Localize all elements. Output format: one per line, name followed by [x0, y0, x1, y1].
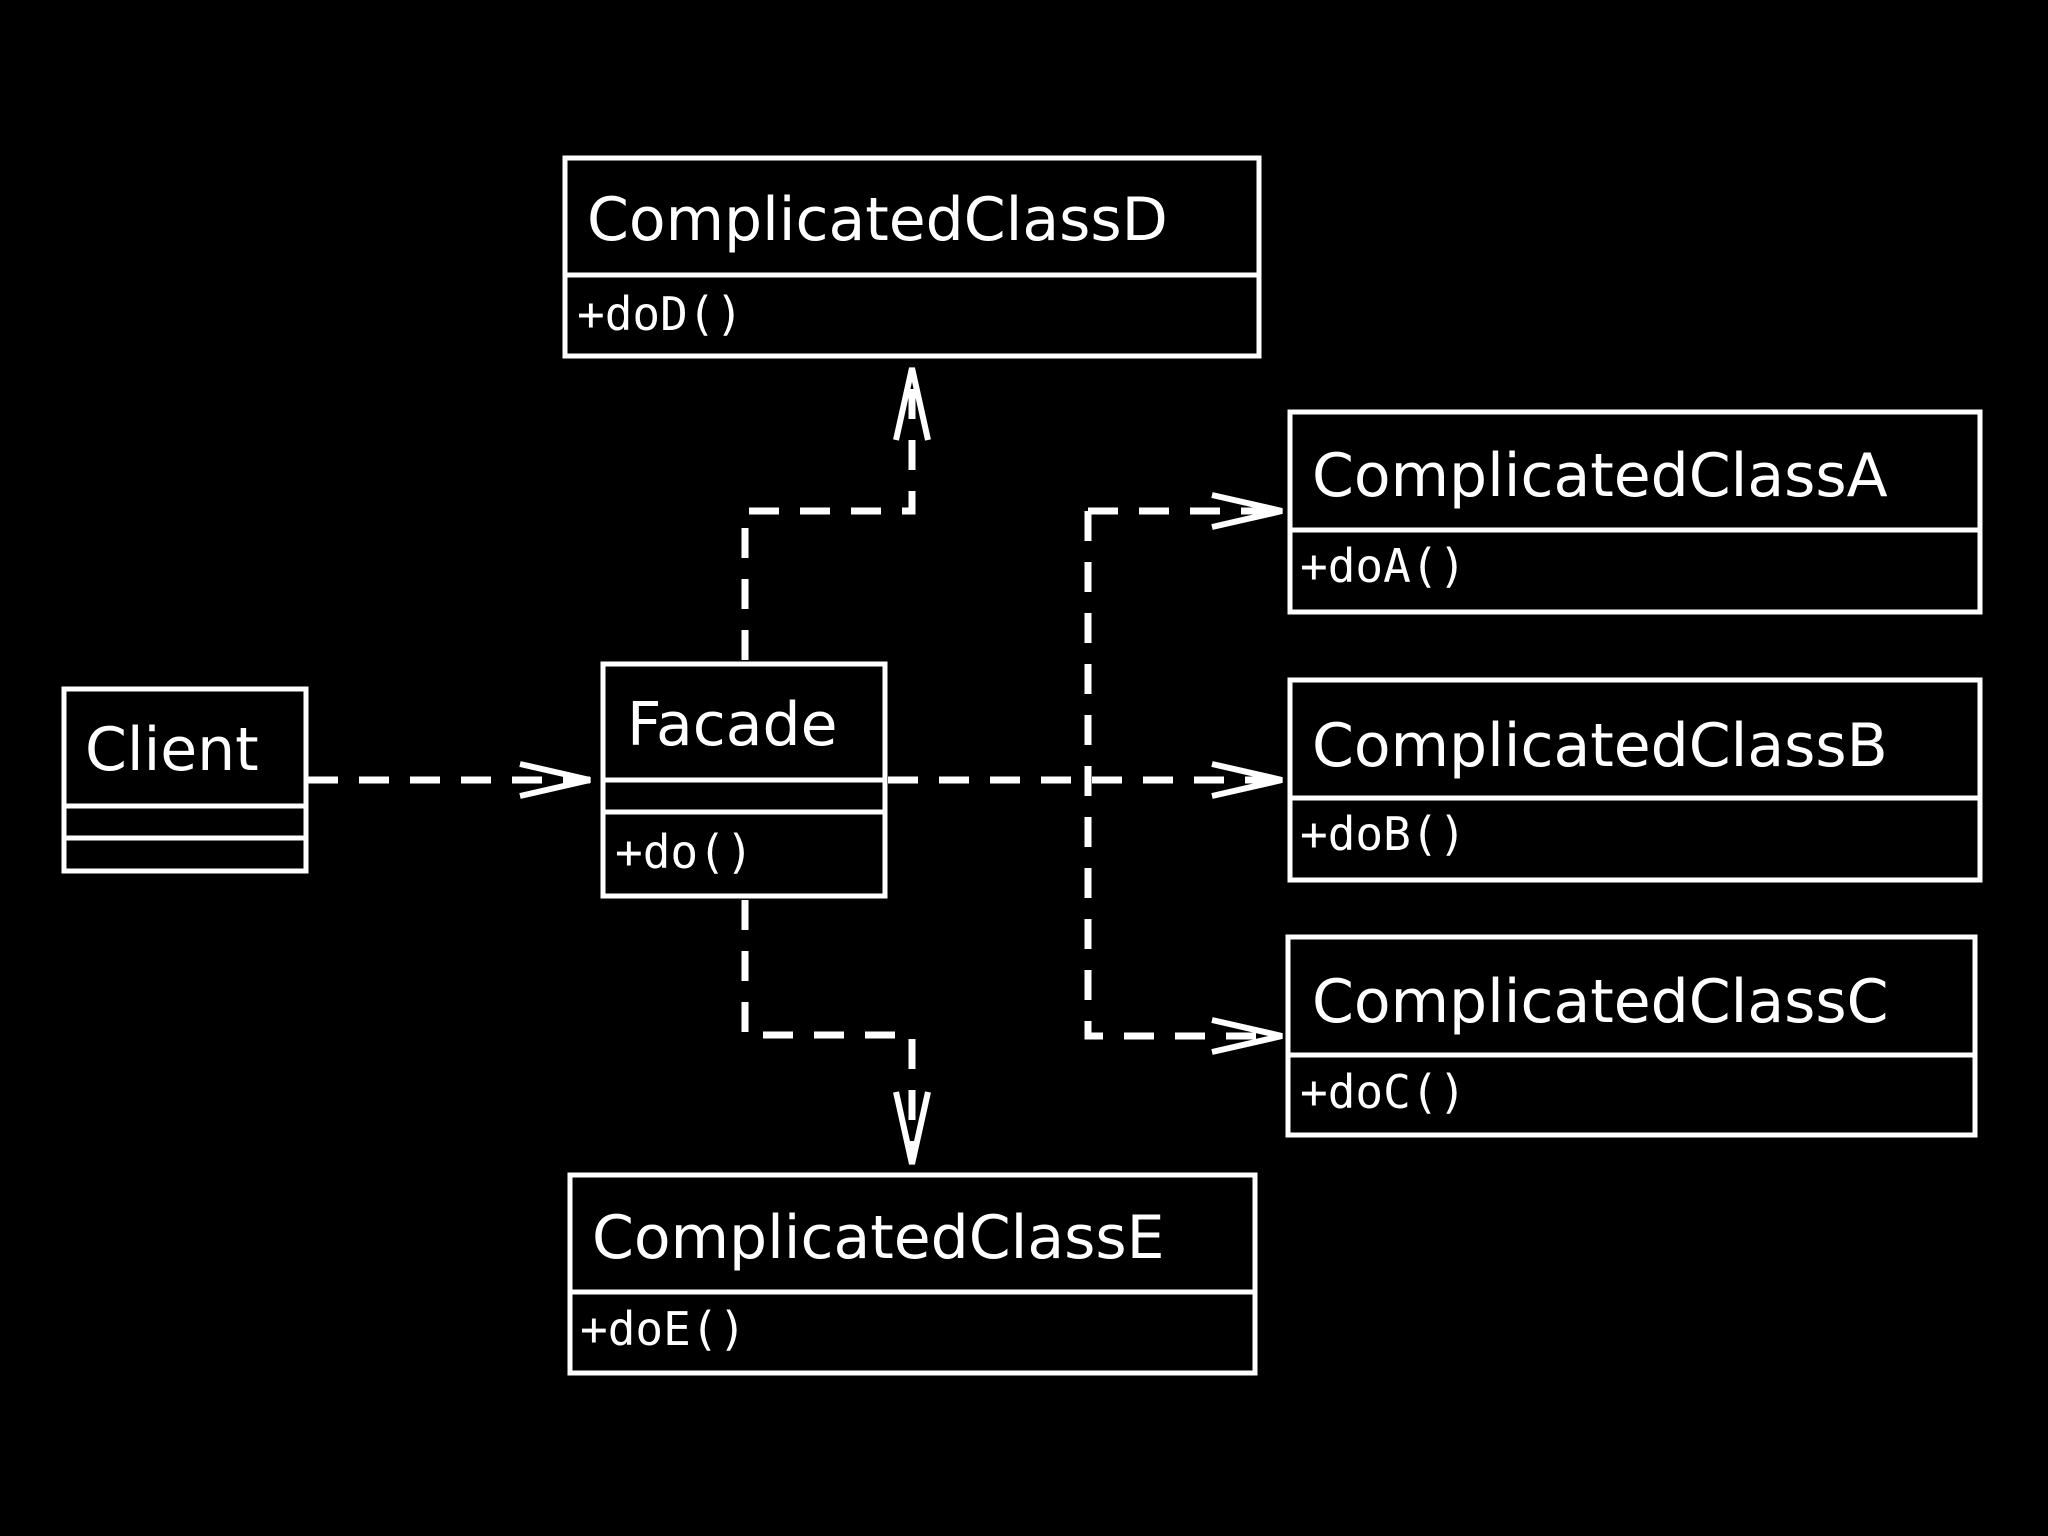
method: +doA() [1300, 539, 1466, 593]
arrowhead-class-b [1211, 761, 1283, 799]
method: +doC() [1300, 1065, 1466, 1119]
arrowhead-class-a [1211, 492, 1283, 530]
dependency-facade-class-a [1084, 507, 1275, 1040]
class-box-frame [1285, 934, 1978, 1138]
arrowhead-class-e [893, 1091, 931, 1165]
class-box-complicated-class-b: ComplicatedClassB +doB() [1287, 677, 1983, 883]
class-box-frame [1287, 409, 1983, 615]
dependency-facade-class-d [741, 375, 916, 660]
dependency-facade-class-e [741, 900, 916, 1160]
class-box-frame [562, 155, 1262, 359]
class-box-frame [61, 686, 309, 874]
class-name: Client [85, 715, 259, 785]
class-box-complicated-class-d: ComplicatedClassD +doD() [562, 155, 1262, 359]
class-name: ComplicatedClassE [592, 1203, 1165, 1273]
class-name: ComplicatedClassC [1312, 967, 1889, 1037]
class-box-complicated-class-c: ComplicatedClassC +doC() [1285, 934, 1978, 1138]
class-name: ComplicatedClassB [1312, 711, 1888, 781]
class-box-complicated-class-e: ComplicatedClassE +doE() [567, 1172, 1258, 1376]
class-box-frame [567, 1172, 1258, 1376]
class-name: ComplicatedClassA [1312, 441, 1888, 511]
arrowhead-class-d [893, 367, 931, 441]
arrowhead-class-c [1211, 1017, 1283, 1055]
method: +doE() [580, 1302, 746, 1356]
method: +doD() [577, 287, 743, 341]
class-box-complicated-class-a: ComplicatedClassA +doA() [1287, 409, 1983, 615]
class-name: Facade [627, 690, 838, 760]
class-name: ComplicatedClassD [587, 185, 1168, 255]
class-box-client: Client [61, 686, 309, 874]
method: +do() [615, 825, 753, 879]
class-box-frame [1287, 677, 1983, 883]
class-box-facade: Facade +do() [600, 661, 888, 899]
arrowhead-facade [519, 761, 591, 799]
method: +doB() [1300, 807, 1466, 861]
